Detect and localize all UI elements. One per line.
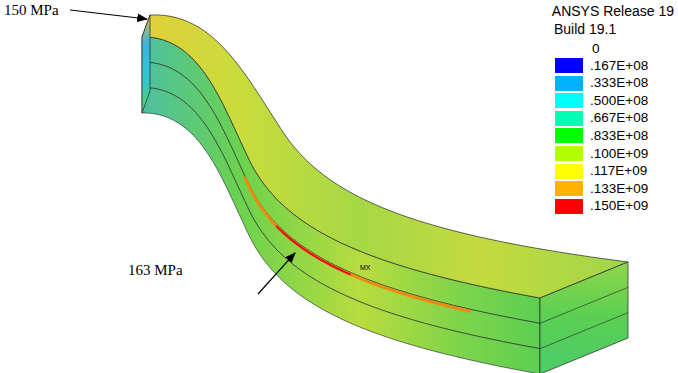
legend-swatch xyxy=(555,58,583,73)
beam-model xyxy=(142,15,628,373)
legend-value: .667E+08 xyxy=(590,110,648,126)
stress-callout: 150 MPa xyxy=(4,2,59,19)
legend-swatch xyxy=(555,128,583,143)
top-face xyxy=(142,15,628,298)
legend-swatch xyxy=(555,164,583,179)
max-marker: MX xyxy=(360,264,371,272)
legend-value: .133E+09 xyxy=(590,181,648,197)
legend-swatch xyxy=(555,199,583,214)
legend-swatch xyxy=(555,181,583,196)
software-version: ANSYS Release 19 xyxy=(552,3,674,19)
legend-swatch xyxy=(555,76,583,91)
legend-swatch xyxy=(555,93,583,108)
leader-line xyxy=(70,10,147,19)
end-face xyxy=(540,262,628,373)
leader-line xyxy=(258,253,295,294)
legend-value: .167E+08 xyxy=(590,58,648,74)
legend-value: .833E+08 xyxy=(590,128,648,144)
legend-value: .333E+08 xyxy=(590,75,648,91)
software-build: Build 19.1 xyxy=(554,21,616,37)
legend-value: .150E+09 xyxy=(590,198,648,214)
legend-value: 0 xyxy=(592,41,600,57)
legend-swatch xyxy=(555,146,583,161)
legend-value: .100E+09 xyxy=(590,146,648,162)
end-face xyxy=(142,15,150,113)
stress-callout: 163 MPa xyxy=(128,262,183,279)
legend-value: .500E+08 xyxy=(590,93,648,109)
legend-swatch xyxy=(555,111,583,126)
legend-value: .117E+09 xyxy=(590,163,647,179)
layer-boundary xyxy=(540,313,628,349)
